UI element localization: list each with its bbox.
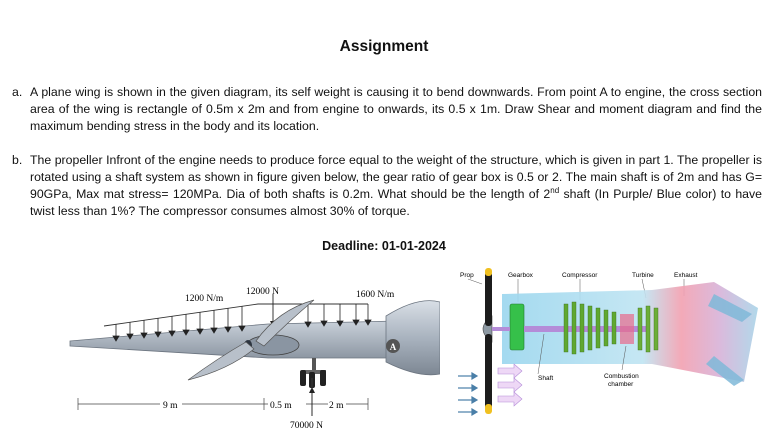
- question-b-text: The propeller Infront of the engine need…: [30, 152, 762, 220]
- question-b-superscript: nd: [550, 185, 560, 195]
- load-left-label: 1200 N/m: [185, 294, 224, 304]
- wing-diagram: A 1200 N/m 12000 N 1600 N/m: [69, 287, 440, 431]
- landing-gear: [300, 358, 326, 388]
- label-shaft: Shaft: [538, 375, 553, 382]
- engine-nacelle: [246, 334, 300, 356]
- label-prop: Prop: [460, 272, 474, 279]
- fuselage-shape: [385, 300, 440, 376]
- question-a-label: a.: [12, 85, 23, 99]
- turboprop-schematic: Prop Gearbox Compressor Turbine Exhaust: [458, 268, 758, 417]
- load-right-label: 1600 N/m: [356, 290, 395, 300]
- question-b-label: b.: [12, 153, 23, 167]
- propeller-blade-upper: [255, 299, 315, 347]
- compressor-stages: [563, 301, 617, 355]
- label-combustion-1: Combustion: [604, 373, 639, 380]
- dim-left-label: 9 m: [163, 401, 178, 411]
- propeller-blade-top: [485, 272, 492, 326]
- turbine-stages: [637, 305, 659, 353]
- point-a-marker: [386, 339, 400, 353]
- dim-mid-label: 0.5 m: [270, 401, 292, 411]
- second-shaft: [492, 327, 510, 331]
- dim-right-label: 2 m: [329, 401, 344, 411]
- question-b-text-part1: The propeller Infront of the engine need…: [30, 153, 762, 201]
- main-shaft: [524, 326, 650, 332]
- intake-arrows: [458, 363, 523, 417]
- propeller-blade-lower: [187, 341, 255, 381]
- label-gearbox: Gearbox: [508, 272, 534, 279]
- exhaust-arrow-upper: [708, 294, 752, 322]
- question-b: b. The propeller Infront of the engine n…: [12, 152, 762, 220]
- label-combustion-2: chamber: [608, 381, 634, 388]
- gearbox: [509, 303, 525, 351]
- load-arrows: [112, 304, 372, 342]
- point-a-label: A: [390, 342, 397, 352]
- combustion-chamber: [620, 314, 634, 344]
- exhaust-arrow-lower: [706, 356, 744, 386]
- reaction-label: 70000 N: [290, 421, 323, 431]
- label-exhaust: Exhaust: [674, 272, 698, 279]
- deadline: Deadline: 01-01-2024: [322, 239, 446, 253]
- question-a-text: A plane wing is shown in the given diagr…: [30, 85, 762, 133]
- distributed-load-outline: [103, 303, 368, 327]
- page-title: Assignment: [339, 38, 429, 55]
- load-resultant-label: 12000 N: [246, 287, 279, 297]
- question-a: a. A plane wing is shown in the given di…: [12, 84, 762, 135]
- question-b-text-part2: shaft (In Purple/ Blue color) to have tw…: [30, 187, 762, 218]
- label-turbine: Turbine: [632, 272, 654, 279]
- label-compressor: Compressor: [562, 272, 598, 279]
- propeller-blade-bottom: [485, 334, 492, 412]
